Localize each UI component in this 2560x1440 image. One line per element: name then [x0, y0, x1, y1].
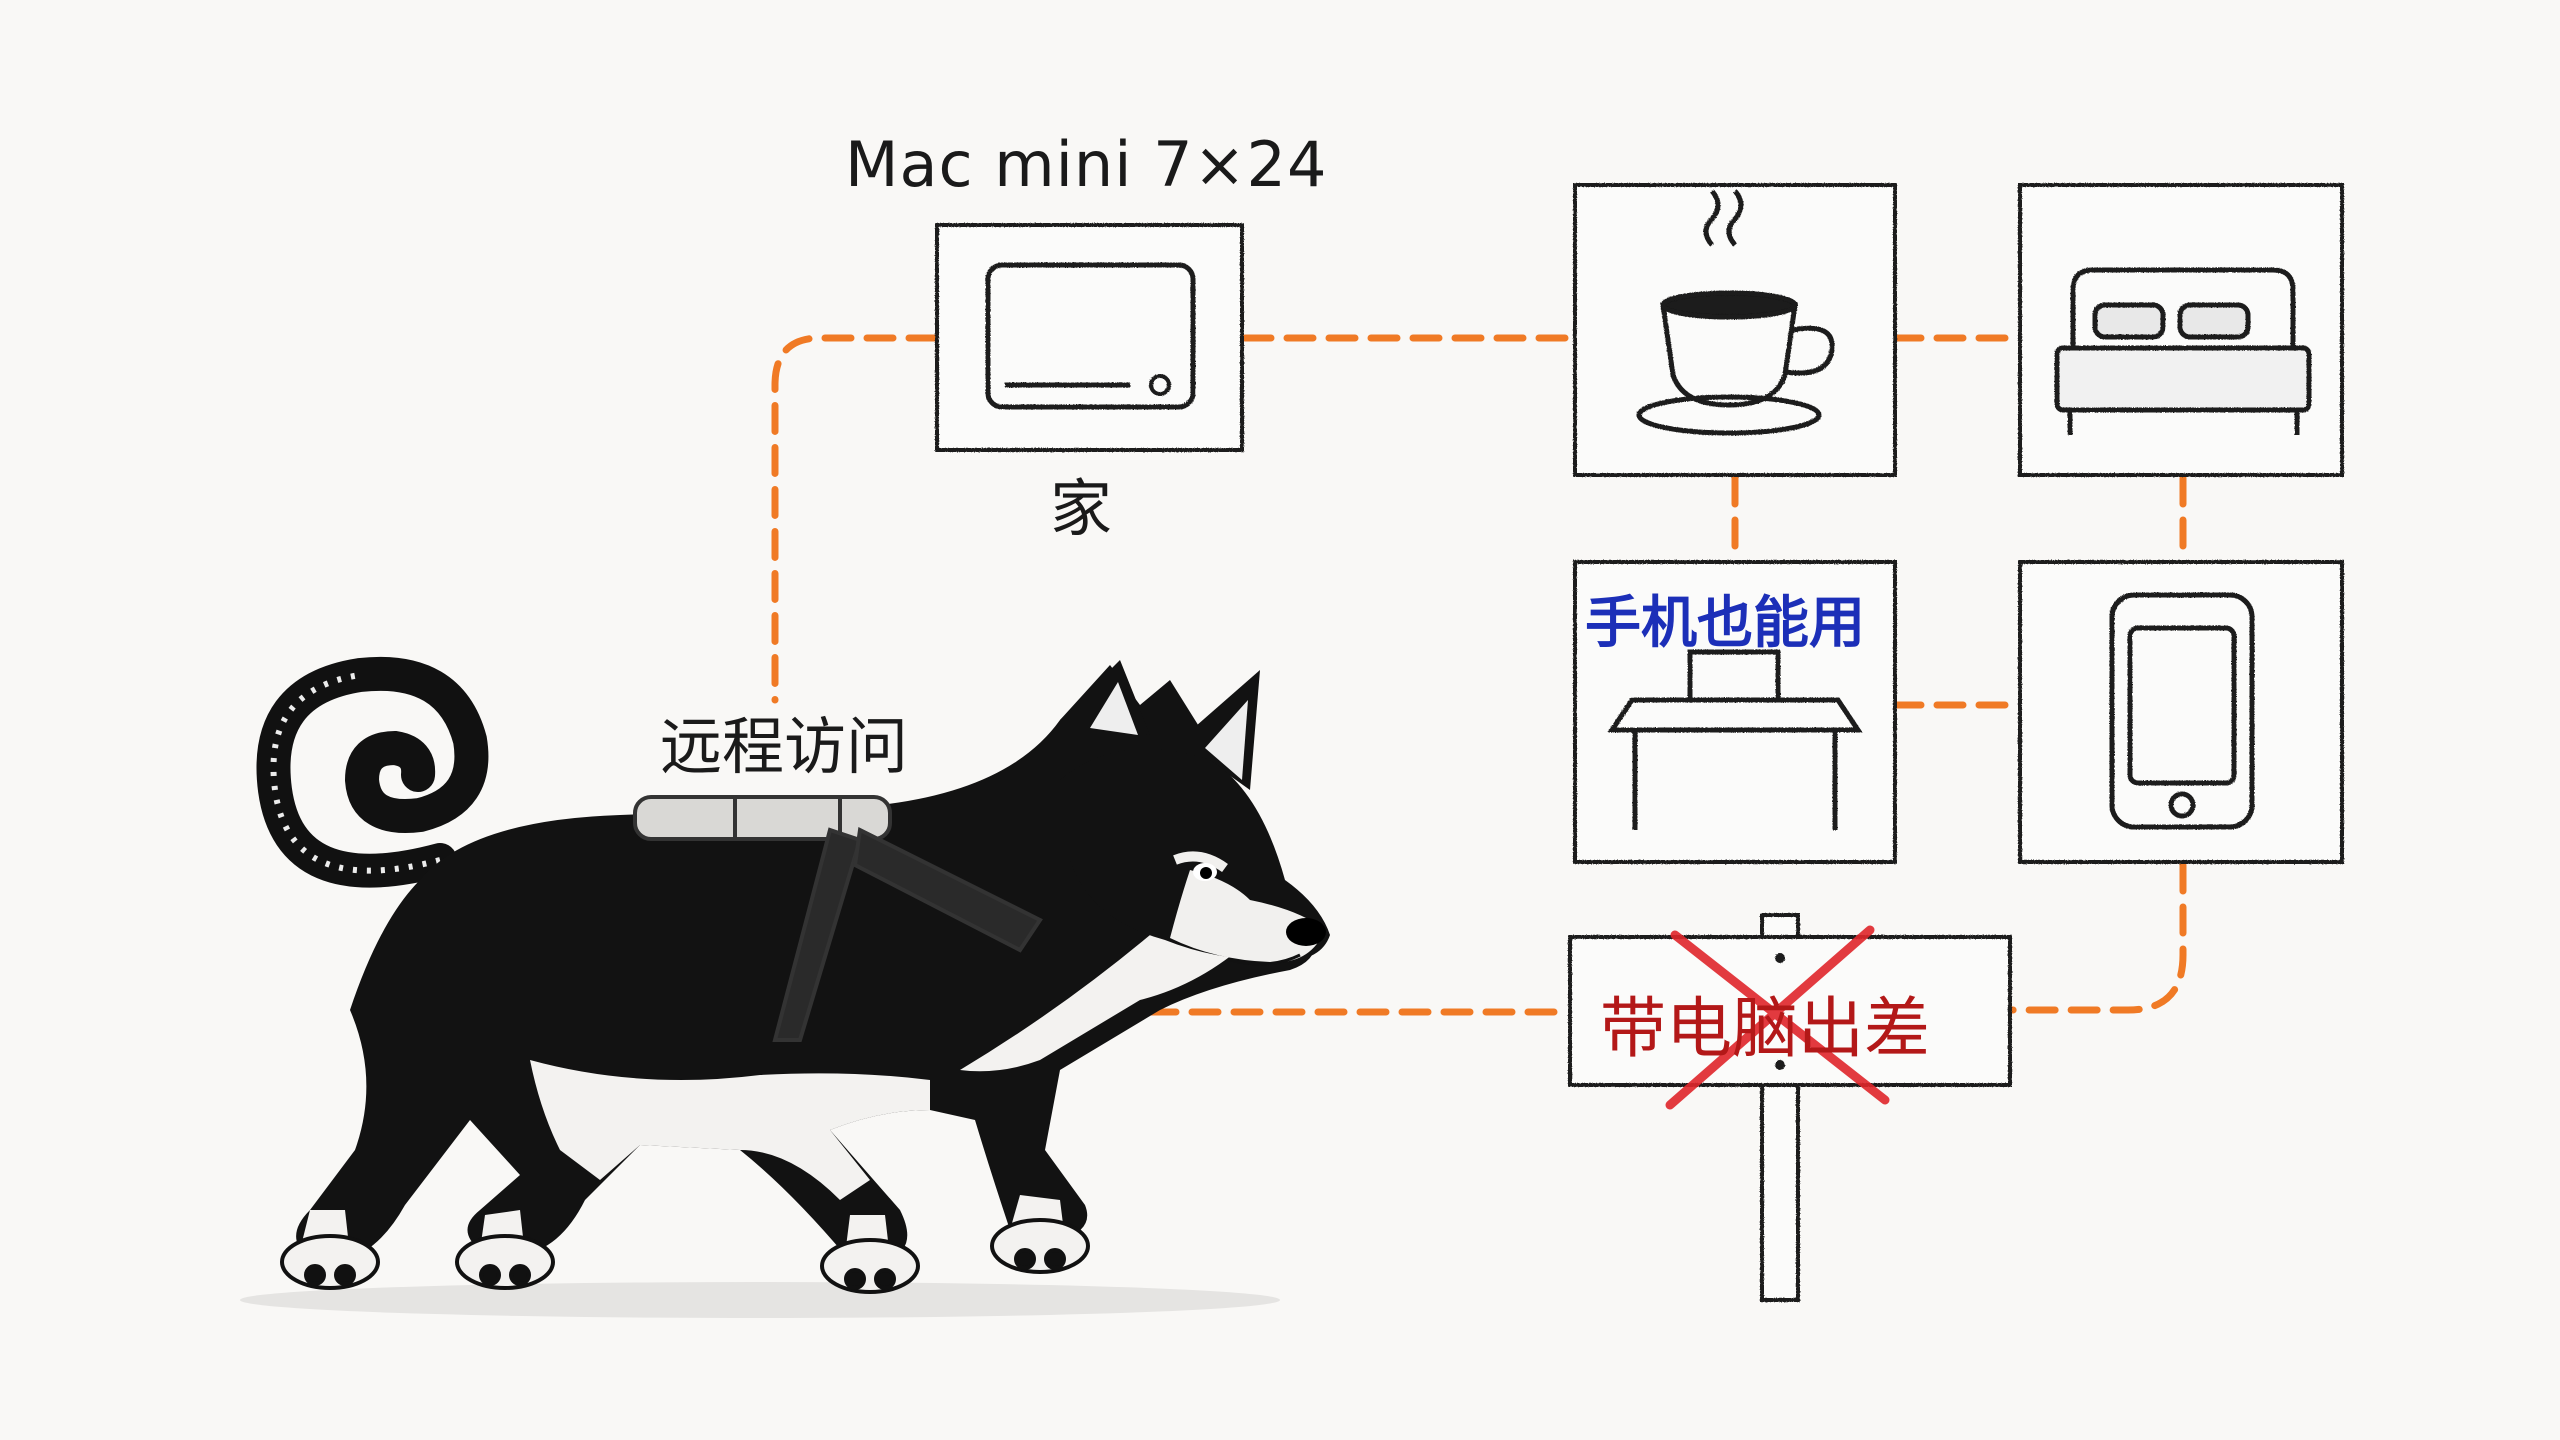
desk-laptop-icon: [1607, 649, 1863, 830]
hotel-box: [2018, 183, 2344, 477]
connector-home-to-dog: [771, 334, 939, 704]
monitor-icon: [985, 262, 1196, 410]
bed-icon: [2054, 267, 2312, 435]
smartphone-icon: [2109, 592, 2255, 830]
mac-mini-box: [935, 223, 1244, 452]
mac-mini-title: Mac mini 7×24: [845, 128, 1328, 201]
sign-label: 带电脑出差: [1600, 990, 1930, 1067]
connector-lines: [771, 334, 2187, 1016]
connector-phone-to-sign: [2006, 861, 2187, 1014]
home-label: 家: [1050, 472, 1113, 545]
desk-box: [1573, 560, 1897, 864]
dog-paws: [280, 1218, 1090, 1294]
cafe-box: [1573, 183, 1897, 477]
dog-illustration: [240, 656, 1330, 1318]
cross-out-mark: [1665, 925, 1890, 1110]
phone-usable-label: 手机也能用: [1585, 591, 1865, 656]
phone-box: [2018, 560, 2344, 864]
dog-backpack: [633, 795, 1043, 1042]
remote-access-label: 远程访问: [660, 710, 909, 783]
coffee-cup-icon: [1636, 189, 1835, 436]
signpost: [1568, 913, 2012, 1302]
